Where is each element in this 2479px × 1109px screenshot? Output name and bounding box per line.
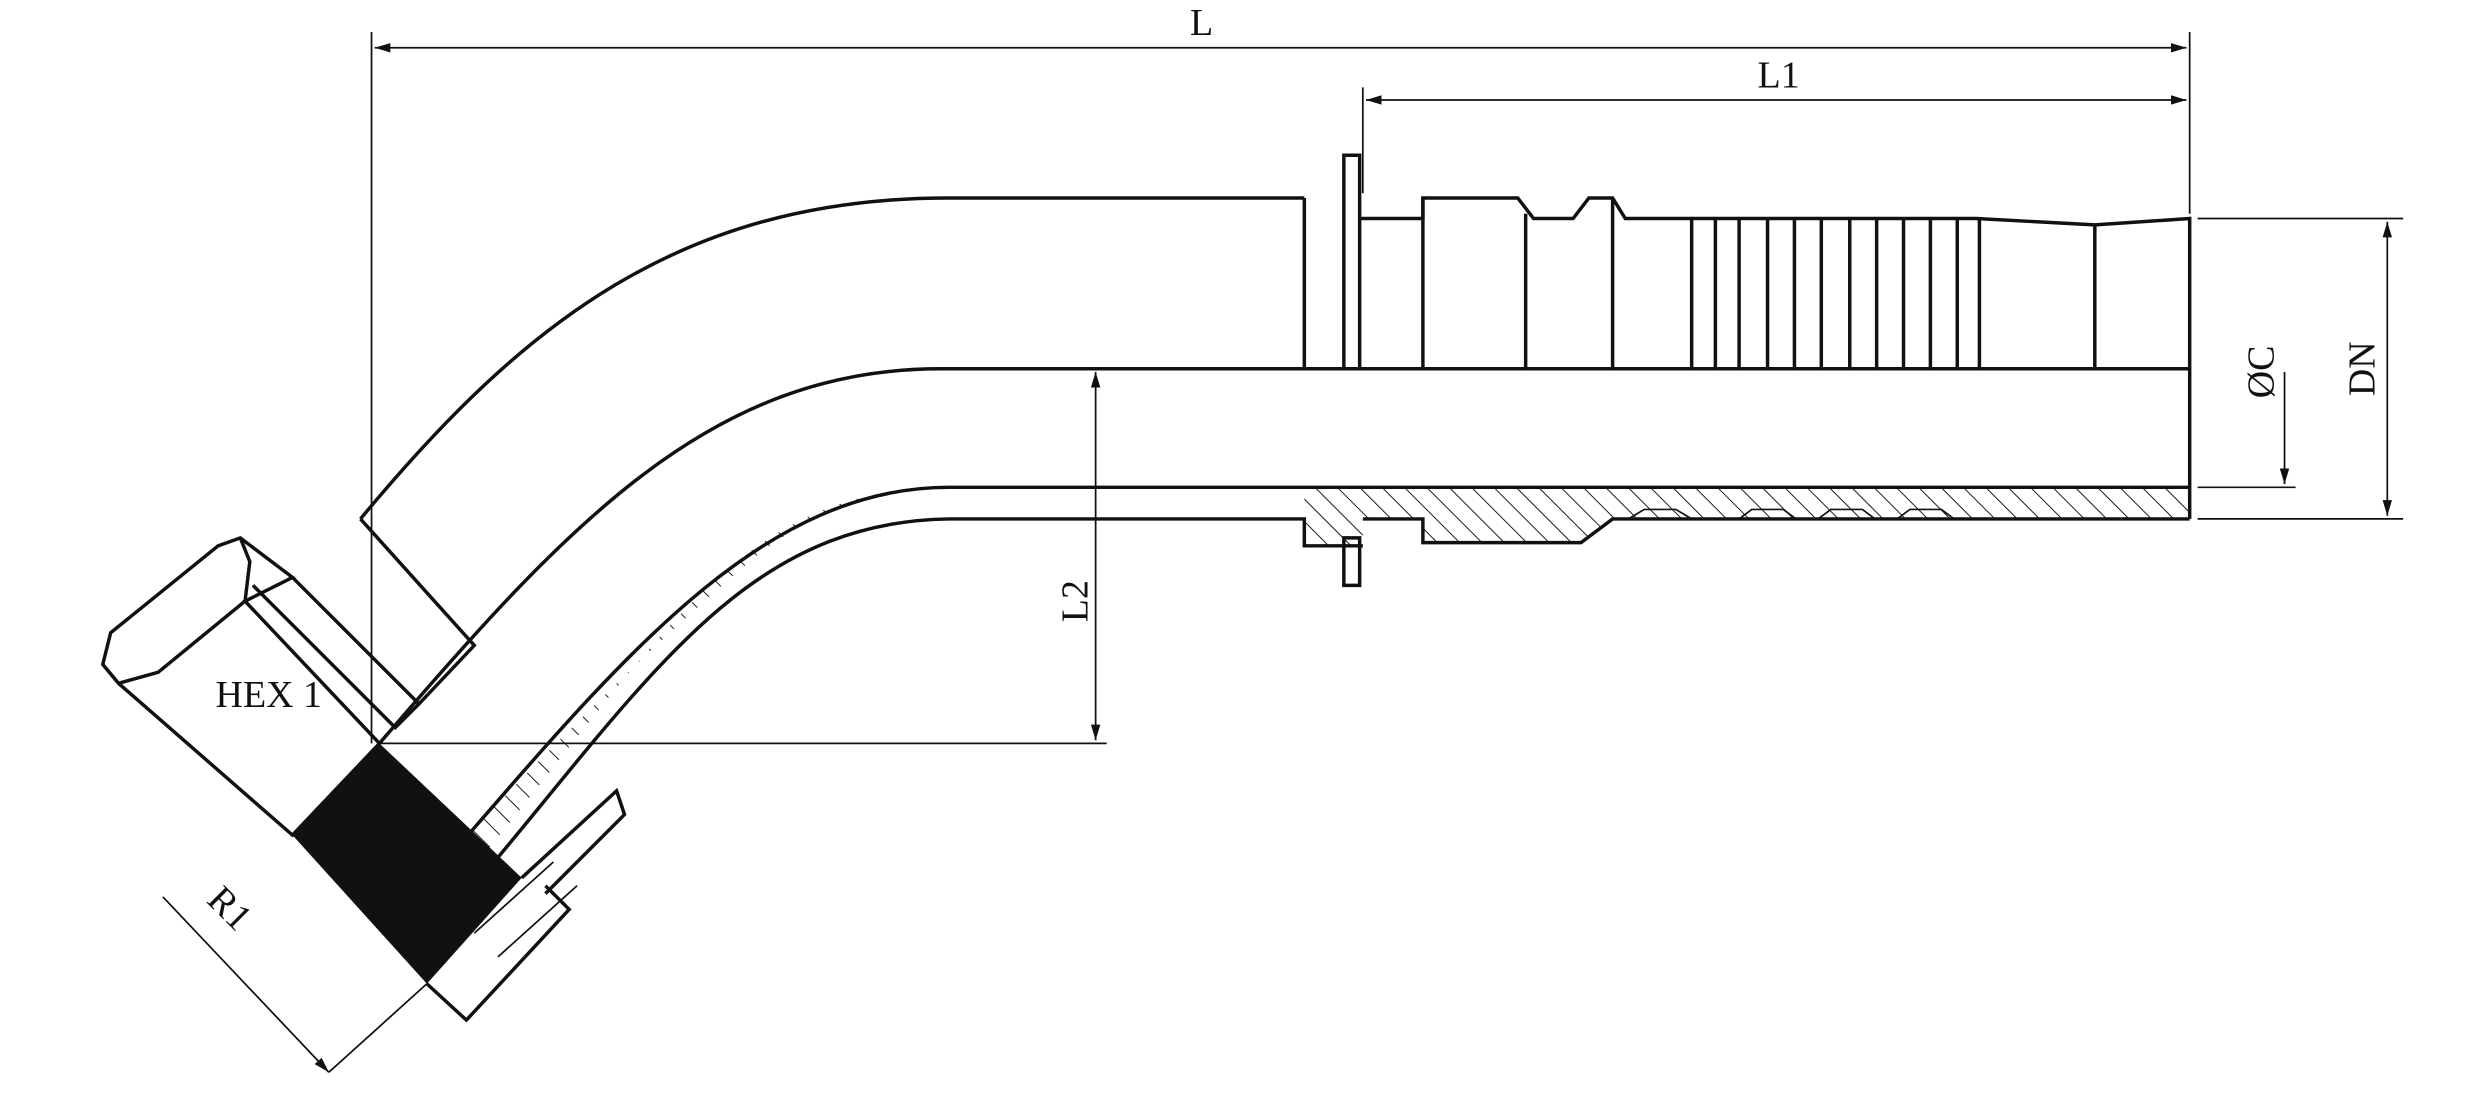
label-C: ØC xyxy=(2240,346,2282,399)
crimp-ribs xyxy=(1713,218,2097,369)
elbow-tube xyxy=(359,196,2190,887)
socket xyxy=(1302,153,2192,588)
label-R1: R1 xyxy=(199,878,260,939)
dimension-DN: DN xyxy=(2197,217,2404,520)
dimension-L: L xyxy=(370,2,2191,744)
thread xyxy=(292,743,627,1023)
dimension-L2: L2 xyxy=(379,371,1107,745)
dimension-C: ØC xyxy=(2197,346,2296,489)
label-L: L xyxy=(1190,2,1213,44)
hex-nut: HEX 1 xyxy=(100,517,477,838)
label-L2: L2 xyxy=(1055,580,1097,622)
label-DN: DN xyxy=(2342,341,2384,396)
label-hex1: HEX 1 xyxy=(216,674,322,716)
dimension-L1: L1 xyxy=(1361,54,2187,194)
label-L1: L1 xyxy=(1758,54,1800,96)
